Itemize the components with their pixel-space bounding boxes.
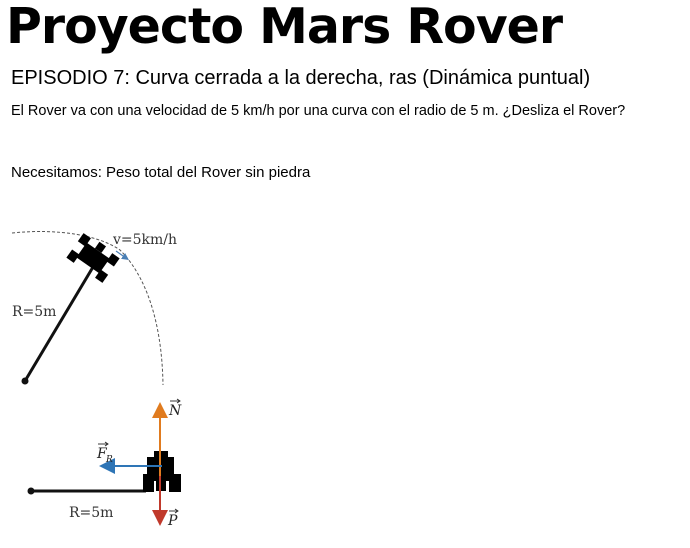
radius-line [23,261,98,382]
svg-text:F: F [96,446,108,462]
episode-heading: EPISODIO 7: Curva cerrada a la derecha, … [11,67,591,89]
curve-top-view: v=5km/h R=5m [11,231,177,386]
svg-text:N: N [168,403,182,419]
requirement-text: Necesitamos: Peso total del Rover sin pi… [11,164,311,181]
radius-label-bottom: R=5m [69,505,113,521]
force-diagram: N F R P R=5m [27,398,182,529]
radius-label-top: R=5m [12,304,56,320]
svg-text:R: R [105,455,113,465]
problem-statement: El Rover va con una velocidad de 5 km/h … [11,103,626,119]
rover-top-icon [66,233,120,283]
svg-text:P: P [167,513,178,529]
curve-path [11,231,164,386]
rover-side-icon [143,451,181,492]
weight-force-label: P [167,508,179,529]
center-point [21,377,29,385]
center-point-bottom [27,487,35,495]
velocity-arrow [115,250,129,261]
page-title: Proyecto Mars Rover [6,0,563,55]
friction-force-label: F R [96,441,113,465]
velocity-label: v=5km/h [112,232,177,248]
normal-force-label: N [168,398,182,419]
